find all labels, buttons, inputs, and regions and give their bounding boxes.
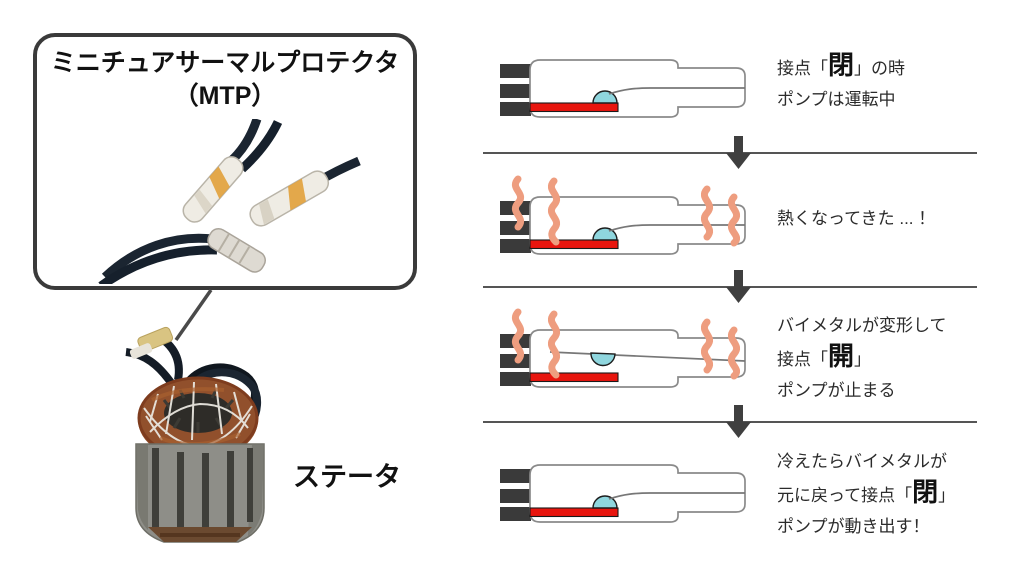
caption-line: ポンプが止まる (777, 381, 896, 400)
mtp-title-line2: （MTP） (173, 82, 277, 110)
caption-line: 接点「開」 (777, 341, 872, 371)
bimetal-arm (608, 492, 745, 500)
caption-line: 熱くなってきた ... ！ (777, 209, 936, 228)
caption-line: 冷えたらバイメタルが (777, 452, 947, 471)
caption-line: 接点「閉」の時 (777, 50, 906, 80)
heater-bar (529, 239, 619, 250)
heater-bar (529, 507, 619, 518)
stator-label: ステータ (293, 462, 401, 492)
stage-1-caption: 接点「閉」の時ポンプは運転中 (777, 50, 905, 115)
bimetal-arm (549, 351, 746, 362)
arrow-down-icon (726, 405, 751, 438)
stage-3-caption: バイメタルが変形して接点「開」ポンプが止まる (777, 310, 947, 406)
stator-photo (125, 326, 265, 543)
bimetal-arm (608, 87, 745, 95)
mtp-diagram-stage-4-closed (488, 443, 748, 538)
thermal-protector-1 (182, 156, 244, 223)
connector-line (174, 288, 213, 342)
terminal-pins (500, 469, 531, 521)
heat-wave-icon (511, 308, 741, 380)
stage-divider-1 (483, 136, 977, 170)
caption-line: バイメタルが変形して (777, 316, 947, 335)
stage-4-caption: 冷えたらバイメタルが元に戻って接点「閉」ポンプが動き出す！ (777, 446, 955, 542)
caption-line: 元に戻って接点「閉」 (777, 477, 956, 507)
mtp-components-photo (98, 119, 361, 284)
heater-bar (529, 102, 619, 113)
mtp-title-box: ミニチュアサーマルプロテクタ （MTP） (33, 33, 417, 290)
mtp-diagram-stage-3-open (488, 308, 748, 403)
heat-wave-icon (511, 175, 741, 247)
arrow-down-icon (726, 136, 751, 169)
stage-divider-2 (483, 270, 977, 304)
mtp-diagram-stage-2-closed (488, 175, 748, 270)
thermal-protector-2 (249, 170, 330, 227)
caption-line: ポンプは運転中 (777, 90, 896, 109)
arrow-down-icon (726, 270, 751, 303)
terminal-pins (500, 64, 531, 116)
mtp-title-line1: ミニチュアサーマルプロテクタ (50, 49, 400, 77)
stage-divider-3 (483, 405, 977, 439)
mtp-title: ミニチュアサーマルプロテクタ （MTP） (37, 47, 413, 113)
mtp-diagram-stage-1-closed (488, 38, 748, 133)
stage-2-caption: 熱くなってきた ... ！ (777, 203, 935, 234)
caption-line: ポンプが動き出す！ (777, 517, 930, 536)
thermal-protector-3 (207, 227, 266, 273)
bimetal-arm (608, 224, 745, 232)
contact-icon (590, 352, 616, 367)
heater-bar (529, 372, 619, 383)
